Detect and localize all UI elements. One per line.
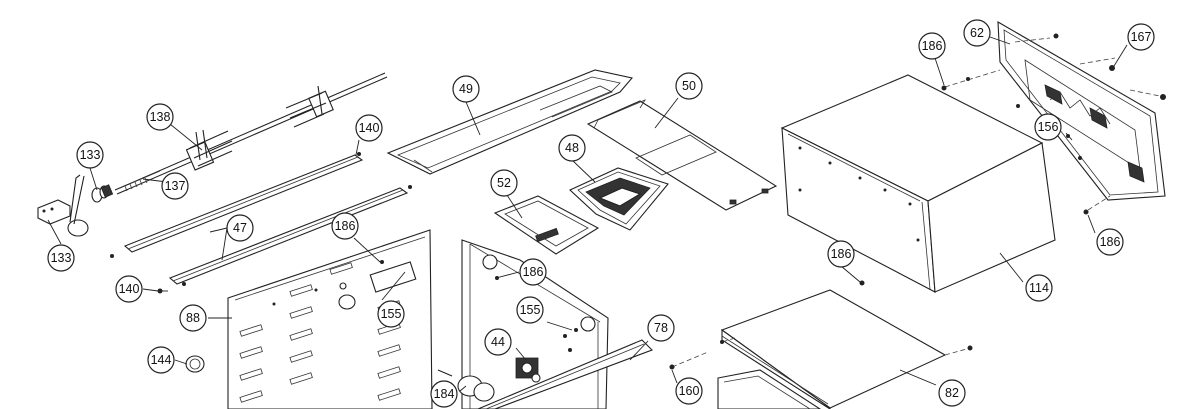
svg-text:184: 184 [434,387,455,401]
callout-133-spit-collar: 133 [76,141,104,169]
front-control-panel [997,21,1166,201]
callout-186-frame-screw: 186 [519,258,547,286]
callout-47-spit-rails: 47 [226,214,254,242]
callout-186-hood-screw: 186 [918,32,946,60]
spit-collar [91,184,114,203]
igniter-module [437,369,495,402]
svg-text:186: 186 [831,247,852,261]
svg-text:47: 47 [233,221,247,235]
svg-text:49: 49 [459,82,473,96]
svg-text:155: 155 [520,303,541,317]
callout-88-side-panel: 88 [179,304,207,332]
callout-186-panel-lower-screw: 186 [1096,228,1124,256]
svg-text:144: 144 [151,353,172,367]
svg-text:156: 156 [1038,120,1059,134]
svg-text:167: 167 [1131,30,1152,44]
drip-tray-plate [586,99,778,211]
cabinet-hood [780,74,1056,293]
svg-text:62: 62 [970,26,984,40]
svg-text:52: 52 [497,176,511,190]
callout-62-front-panel: 62 [963,19,991,47]
svg-text:140: 140 [119,282,140,296]
callout-52-grease-cup: 52 [490,169,518,197]
callout-82-bottom-plate: 82 [938,379,966,407]
leader-lines [47,36,1128,392]
svg-text:82: 82 [945,386,959,400]
svg-text:88: 88 [186,311,200,325]
grease-tray [386,69,634,175]
callout-140-upper-rail-screw: 140 [355,114,383,142]
svg-text:160: 160 [679,384,700,398]
callout-49-grease-tray: 49 [452,75,480,103]
svg-text:186: 186 [922,39,943,53]
grease-cup [493,195,600,255]
svg-text:186: 186 [1100,235,1121,249]
rotisserie-spit [114,72,388,195]
callout-50-drip-tray-plate: 50 [675,72,703,100]
svg-text:140: 140 [359,121,380,135]
callout-186-panel-screw: 186 [331,212,359,240]
svg-text:186: 186 [335,219,356,233]
callout-44-burner-valve: 44 [484,328,512,356]
svg-text:44: 44 [491,335,505,349]
svg-text:138: 138 [150,110,171,124]
bottom-screw [669,351,709,370]
svg-text:155: 155 [381,307,402,321]
svg-text:48: 48 [565,141,579,155]
callout-114-cabinet-hood: 114 [1025,274,1053,302]
rail-screw [157,288,168,294]
callout-160-bottom-screw: 160 [675,377,703,405]
callout-138-rotisserie-fork: 138 [146,103,174,131]
adjuster-knob [185,355,205,373]
spit-handle-knob [37,174,89,237]
callout-186-plate-screw: 186 [827,240,855,268]
rotisserie-fork-right [285,85,334,128]
callout-184-igniter: 184 [430,380,458,408]
drip-pan-basket [569,167,669,231]
lower-cabinet [717,369,822,409]
svg-text:186: 186 [523,265,544,279]
svg-text:50: 50 [682,79,696,93]
callout-140-rail-screw: 140 [115,275,143,303]
spit-rail-upper [110,152,364,258]
bottom-plate [720,280,973,409]
svg-text:114: 114 [1029,281,1049,295]
svg-text:133: 133 [80,148,101,162]
callout-167-knob-screw: 167 [1127,23,1155,51]
callout-133-handle-knob: 133 [47,244,75,272]
callout-48-drip-pan: 48 [558,134,586,162]
callout-156-panel-bracket: 156 [1034,113,1062,141]
callout-137-spit-rod: 137 [161,172,189,200]
callout-78-control-bar: 78 [647,314,675,342]
burner-valve [515,357,541,383]
rotisserie-fork-left [185,129,233,171]
spit-rail-lower [168,185,412,286]
panel-screws [941,33,1166,215]
svg-text:137: 137 [165,179,186,193]
control-bar [477,339,653,409]
svg-text:78: 78 [654,321,668,335]
svg-text:133: 133 [51,251,72,265]
callout-155-panel-plate: 155 [377,300,405,328]
callout-155-frame: 155 [516,296,544,324]
callout-144-knob: 144 [147,346,175,374]
